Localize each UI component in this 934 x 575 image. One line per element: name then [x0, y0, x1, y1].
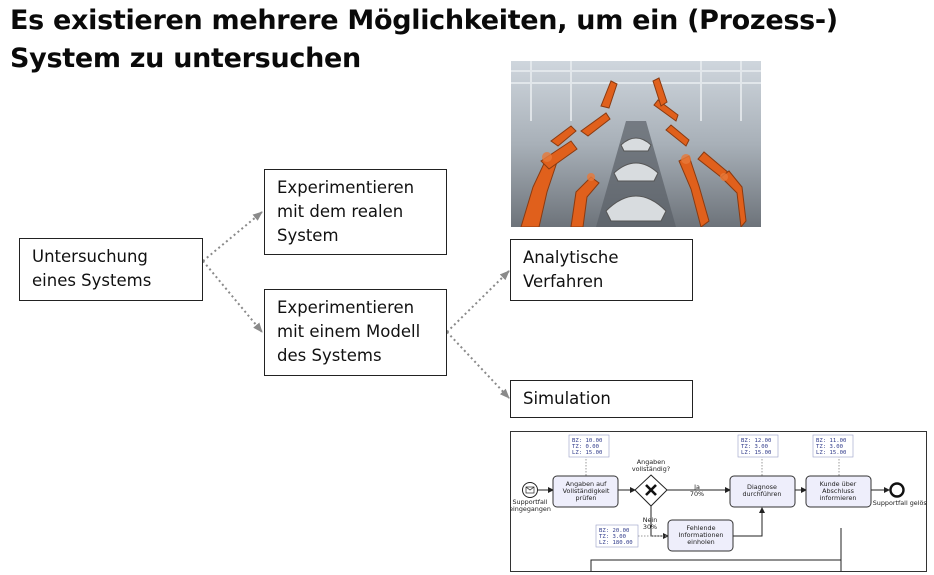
gateway-label-1: Angaben	[637, 458, 665, 466]
connector-model-to-analytic	[446, 270, 510, 333]
factory-robots-image	[511, 61, 761, 227]
task-fehlende-infos	[667, 519, 734, 552]
connector-root-to-model	[202, 260, 263, 333]
info4-line-3: LZ: 180.00	[599, 540, 633, 546]
connector-root-to-real	[202, 211, 263, 262]
page-title: Es existieren mehrere Möglichkeiten, um …	[10, 2, 910, 78]
info1-line-1: BZ: 10.00	[572, 438, 602, 444]
title-line-2: System zu untersuchen	[10, 43, 361, 74]
task1-line-1: Angaben auf	[566, 480, 607, 488]
task-angaben-pruefen	[552, 475, 619, 508]
start-event	[522, 482, 538, 498]
task3-line-3: informieren	[820, 494, 857, 502]
title-line-1: Es existieren mehrere Möglichkeiten, um …	[10, 5, 838, 36]
node-analytic: Analytische Verfahren	[510, 239, 693, 301]
info2-line-1: BZ: 12.00	[741, 438, 771, 444]
start-label-2: eingegangen	[511, 505, 551, 513]
task-diagnose	[729, 475, 796, 508]
task3-line-2: Abschluss	[822, 487, 854, 495]
task-kunde-informieren	[805, 475, 872, 508]
task4-line-3: einholen	[687, 538, 714, 546]
info4-line-2: TZ: 3.00	[599, 534, 626, 540]
node-real-system: Experimentieren mit dem realen System	[264, 169, 447, 255]
connector-model-to-simulation	[446, 331, 510, 399]
bpmn-process-diagram: Supportfall eingegangen Angaben auf Voll…	[510, 431, 927, 572]
node-untersuchung: Untersuchung eines Systems	[19, 238, 203, 301]
yes-label-2: 70%	[690, 490, 704, 498]
info3-line-2: TZ: 3.00	[816, 444, 843, 450]
info2-line-2: TZ: 3.00	[741, 444, 768, 450]
node-simulation: Simulation	[510, 380, 693, 418]
no-label-1: Nein	[643, 516, 658, 524]
yes-label-1: Ja	[693, 483, 700, 491]
info1-line-2: TZ: 0.00	[572, 444, 599, 450]
info3-line-1: BZ: 11.00	[816, 438, 846, 444]
task1-line-3: prüfen	[576, 494, 597, 502]
end-event	[889, 482, 905, 498]
info2-line-3: LZ: 15.00	[741, 450, 771, 456]
task4-line-2: Informationen	[679, 531, 724, 539]
task3-line-1: Kunde über	[820, 480, 857, 488]
task1-line-2: Vollständigkeit	[563, 487, 610, 495]
info4-line-1: BZ: 20.00	[599, 528, 629, 534]
end-label: Supportfall gelöst	[873, 499, 927, 507]
task2-line-2: durchführen	[743, 490, 782, 498]
node-model: Experimentieren mit einem Modell des Sys…	[264, 289, 447, 376]
task2-line-1: Diagnose	[747, 483, 777, 491]
gateway-xor	[634, 474, 668, 507]
gateway-label-2: vollständig?	[632, 465, 670, 473]
no-label-2: 30%	[643, 523, 657, 531]
info1-line-3: LZ: 15.00	[572, 450, 602, 456]
start-label-1: Supportfall	[513, 498, 548, 506]
info3-line-3: LZ: 15.00	[816, 450, 846, 456]
task4-line-1: Fehlende	[686, 524, 715, 532]
